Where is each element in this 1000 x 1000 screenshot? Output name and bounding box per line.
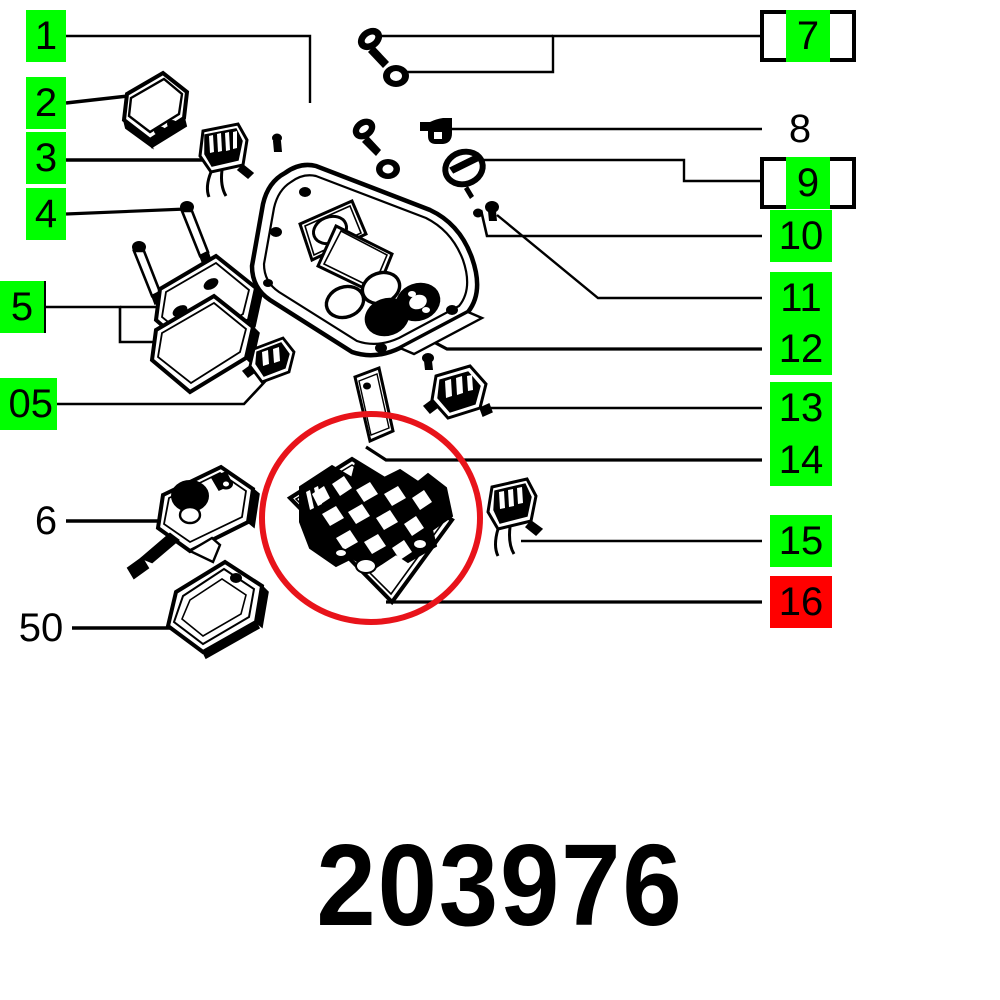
callout-6[interactable]: 6 bbox=[34, 499, 58, 543]
annotation-circle bbox=[259, 411, 483, 625]
leader-line-9 bbox=[470, 158, 762, 183]
leader-line-4 bbox=[65, 207, 187, 216]
callout-7[interactable]: 7 bbox=[786, 10, 830, 62]
callout-50[interactable]: 50 bbox=[18, 606, 64, 650]
leader-line-7 bbox=[398, 34, 762, 74]
callout-14[interactable]: 14 bbox=[770, 434, 832, 486]
part-connector-block-13 bbox=[422, 364, 493, 420]
callout-3[interactable]: 3 bbox=[26, 132, 66, 184]
part-circuit-board-assembly bbox=[286, 456, 455, 606]
part-screw-long bbox=[180, 201, 213, 266]
part-number: 203976 bbox=[316, 820, 684, 950]
callout-105[interactable]: 05 bbox=[0, 378, 57, 430]
leader-lines-left bbox=[44, 34, 312, 630]
callout-16[interactable]: 16 bbox=[770, 576, 832, 628]
callout-5[interactable]: 5 bbox=[0, 281, 44, 333]
callout-1[interactable]: 1 bbox=[26, 10, 66, 62]
callout-4[interactable]: 4 bbox=[26, 188, 66, 240]
part-switch-module-upper bbox=[126, 464, 260, 580]
leader-line-12 bbox=[429, 338, 762, 351]
leader-line-105 bbox=[57, 373, 273, 406]
part-connector-clip-105 bbox=[241, 336, 296, 384]
leader-line-10 bbox=[479, 209, 762, 238]
part-terminal-block-15 bbox=[486, 477, 544, 557]
part-hook-clip bbox=[420, 118, 452, 144]
leader-line-11 bbox=[496, 214, 762, 300]
leader-lines-right bbox=[365, 34, 762, 604]
part-cover-pad bbox=[121, 70, 190, 150]
leader-line-2 bbox=[65, 94, 129, 105]
callout-10[interactable]: 10 bbox=[770, 210, 832, 262]
callout-12[interactable]: 12 bbox=[770, 323, 832, 375]
part-screw-washer-lower bbox=[352, 118, 400, 179]
leader-line-14 bbox=[365, 445, 762, 462]
part-bracket-flat-bar bbox=[353, 365, 395, 444]
part-plate-lower bbox=[149, 293, 260, 395]
part-switch-module-lower bbox=[165, 559, 269, 660]
leader-line-1 bbox=[66, 34, 312, 103]
part-terminal-block-upper bbox=[198, 122, 255, 198]
callout-9[interactable]: 9 bbox=[786, 157, 830, 209]
callout-2[interactable]: 2 bbox=[26, 77, 66, 129]
callout-15[interactable]: 15 bbox=[770, 515, 832, 567]
part-housing-faceplate bbox=[249, 162, 485, 358]
callout-11[interactable]: 11 bbox=[770, 272, 832, 324]
callout-8[interactable]: 8 bbox=[788, 107, 812, 151]
part-pin-small bbox=[473, 201, 499, 221]
callout-13[interactable]: 13 bbox=[770, 382, 832, 434]
part-screw-washer-upper bbox=[357, 27, 409, 87]
part-knob-dial bbox=[442, 148, 486, 199]
